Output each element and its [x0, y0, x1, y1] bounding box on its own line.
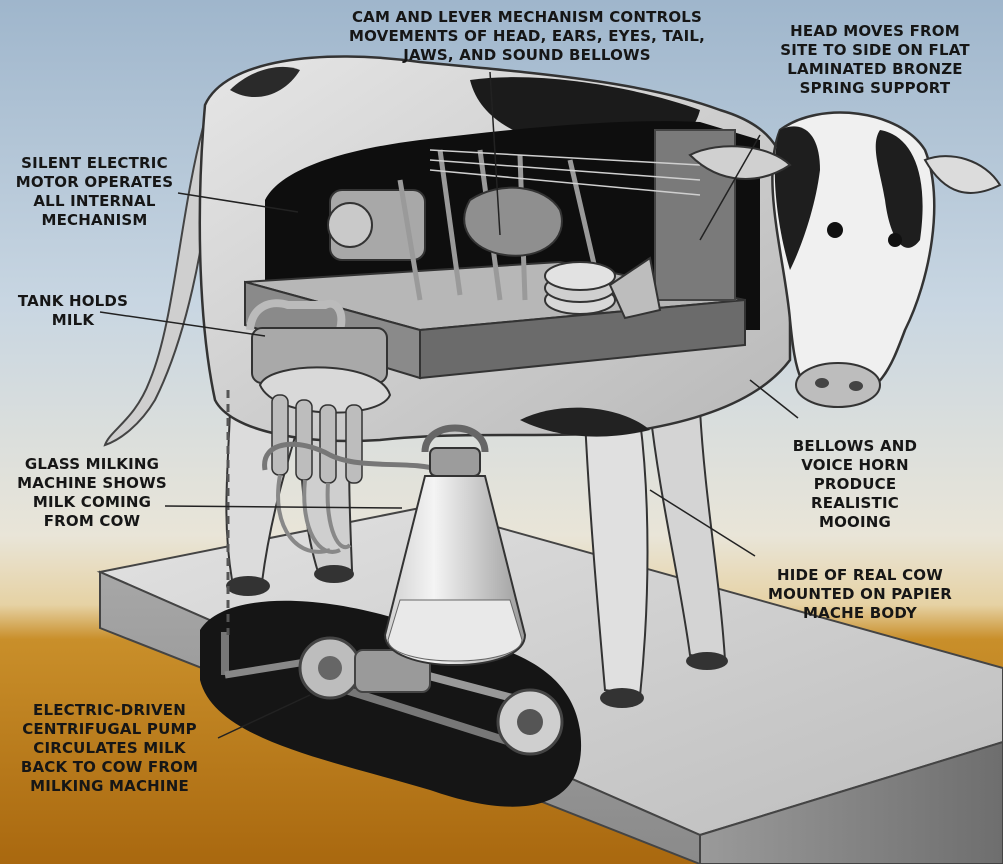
label-centrifugal-pump: ELECTRIC-DRIVEN CENTRIFUGAL PUMP CIRCULA… — [2, 701, 217, 796]
leader-milking-machine — [165, 506, 402, 508]
label-cam-lever-mechanism: CAM AND LEVER MECHANISM CONTROLS MOVEMEN… — [312, 8, 742, 65]
label-real-cow-hide: HIDE OF REAL COW MOUNTED ON PAPIER MACHE… — [745, 566, 975, 623]
label-electric-motor: SILENT ELECTRIC MOTOR OPERATES ALL INTER… — [2, 154, 187, 230]
leader-bellows — [750, 380, 798, 418]
label-head-movement: HEAD MOVES FROM SITE TO SIDE ON FLAT LAM… — [760, 22, 990, 98]
label-milk-tank: TANK HOLDS MILK — [2, 292, 144, 330]
label-bellows-voice-horn: BELLOWS AND VOICE HORN PRODUCE REALISTIC… — [770, 437, 940, 532]
label-glass-milking-machine: GLASS MILKING MACHINE SHOWS MILK COMING … — [2, 455, 182, 531]
